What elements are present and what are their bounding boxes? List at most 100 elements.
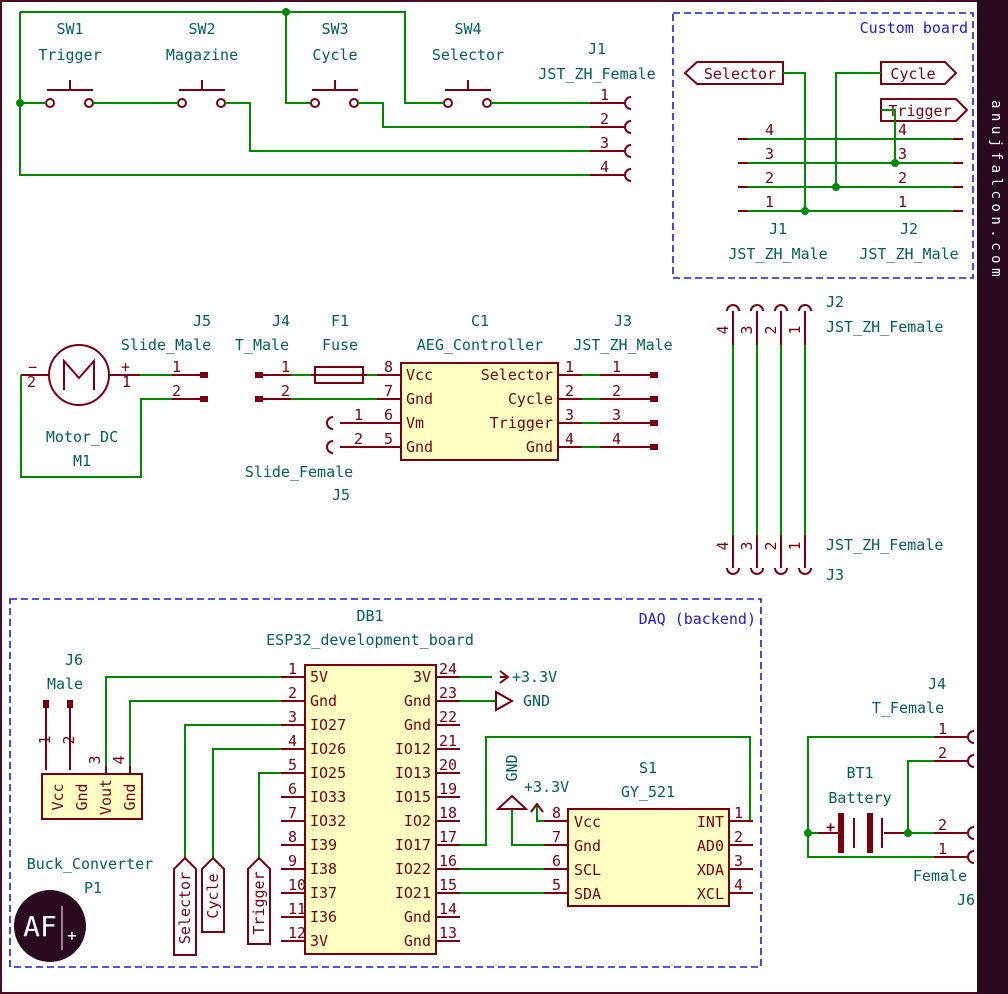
esp32-pin-num: 24 bbox=[439, 660, 457, 678]
s1-pin-ad0: AD0 bbox=[697, 837, 724, 855]
esp32-pin-name: 3V bbox=[413, 668, 431, 686]
buck-pin-gnd-4: Gnd bbox=[121, 783, 139, 810]
side-text: anujfalcon.com bbox=[988, 100, 1004, 281]
cb-j1-ref: J1 bbox=[769, 220, 787, 238]
esp32-pin-name: 3V bbox=[310, 932, 328, 950]
esp32-pin-num: 23 bbox=[439, 684, 457, 702]
esp32-pin-name: I38 bbox=[310, 860, 337, 878]
bt1-ref: BT1 bbox=[846, 764, 873, 782]
switch-wires bbox=[16, 8, 590, 176]
esp32-pin-num: 1 bbox=[288, 660, 297, 678]
svg-text:2: 2 bbox=[734, 828, 743, 846]
svg-text:7: 7 bbox=[384, 382, 393, 400]
fuse-ref: F1 bbox=[331, 312, 349, 330]
switch-sw1: SW1 Trigger bbox=[38, 20, 102, 108]
svg-text:6: 6 bbox=[552, 852, 561, 870]
fuse-value: Fuse bbox=[322, 336, 358, 354]
buck-body bbox=[41, 773, 143, 820]
esp32-pin-name: IO21 bbox=[395, 884, 431, 902]
svg-text:3: 3 bbox=[565, 406, 574, 424]
j6m-ref: J6 bbox=[65, 651, 83, 669]
svg-text:Trigger: Trigger bbox=[888, 102, 951, 120]
switch-sw4: SW4 Selector bbox=[432, 20, 504, 108]
buck-value: Buck_Converter bbox=[27, 855, 153, 873]
j2v-pin-3: 3 bbox=[738, 325, 756, 334]
esp32-pin-num: 12 bbox=[288, 924, 306, 942]
svg-text:2: 2 bbox=[612, 382, 621, 400]
j3v-ref: J3 bbox=[826, 566, 844, 584]
sw1-ref: SW1 bbox=[56, 20, 83, 38]
svg-text:5: 5 bbox=[384, 430, 393, 448]
switch-sw2: SW2 Magazine bbox=[166, 20, 238, 108]
cb-j1-pin-4: 4 bbox=[765, 121, 774, 139]
c1-ref: C1 bbox=[471, 312, 489, 330]
c1-pin-trigger: Trigger bbox=[490, 414, 553, 432]
j3m-value: JST_ZH_Male bbox=[573, 336, 672, 354]
j1-pin-4: 4 bbox=[600, 158, 609, 176]
db1-value: ESP32_development_board bbox=[266, 631, 474, 649]
switch-sw3: SW3 Cycle bbox=[310, 20, 359, 108]
motor-value: Motor_DC bbox=[46, 428, 118, 446]
cb-j1-pin-3: 3 bbox=[765, 145, 774, 163]
svg-text:1: 1 bbox=[734, 804, 743, 822]
svg-text:8: 8 bbox=[384, 358, 393, 376]
svg-text:Selector: Selector bbox=[704, 65, 776, 83]
s1-pin-scl: SCL bbox=[574, 861, 601, 879]
j1-ref: J1 bbox=[588, 40, 606, 58]
svg-text:1: 1 bbox=[612, 358, 621, 376]
j1-pin-2: 2 bbox=[600, 110, 609, 128]
svg-text:7: 7 bbox=[552, 828, 561, 846]
esp32-pin-num: 13 bbox=[439, 924, 457, 942]
esp32-pin-num: 11 bbox=[288, 900, 306, 918]
j2v-value: JST_ZH_Female bbox=[826, 318, 943, 336]
s1-pin-sda: SDA bbox=[574, 885, 601, 903]
j2v-pin-2: 2 bbox=[762, 325, 780, 334]
svg-text:1: 1 bbox=[938, 840, 947, 858]
label-trigger: Trigger bbox=[880, 98, 969, 122]
buck-ref: P1 bbox=[84, 879, 102, 897]
esp32-pin-num: 2 bbox=[288, 684, 297, 702]
j5m-pin-2: 2 bbox=[172, 382, 181, 400]
svg-text:Cycle: Cycle bbox=[204, 873, 222, 918]
daq-frame bbox=[9, 598, 762, 968]
j2-j3-connectors: 4 3 2 1 4 3 2 1 J2 JST_ZH_Female JST_ZH_… bbox=[714, 293, 943, 584]
esp32-pin-num: 20 bbox=[439, 756, 457, 774]
j4m-value: T_Male bbox=[235, 336, 289, 354]
svg-text:Selector: Selector bbox=[176, 872, 194, 944]
esp32-pin-name: Gnd bbox=[310, 692, 337, 710]
cb-j1-value: JST_ZH_Male bbox=[728, 245, 827, 263]
svg-text:4: 4 bbox=[734, 876, 743, 894]
cb-j2-ref: J2 bbox=[900, 220, 918, 238]
esp32-pin-name: I36 bbox=[310, 908, 337, 926]
j2v-pin-4: 4 bbox=[714, 325, 732, 334]
svg-text:4: 4 bbox=[612, 430, 621, 448]
switch-section: SW1 Trigger SW2 Magazine SW3 Cycle SW4 S… bbox=[16, 8, 656, 182]
esp32-pin-num: 22 bbox=[439, 708, 457, 726]
j5f-ref: J5 bbox=[332, 486, 350, 504]
c1-pin-vm: Vm bbox=[406, 414, 424, 432]
j6f-value: Female bbox=[913, 867, 967, 885]
svg-text:8: 8 bbox=[552, 804, 561, 822]
gy521-body bbox=[567, 808, 730, 907]
j5m-ref: J5 bbox=[193, 312, 211, 330]
esp32-pin-name: IO13 bbox=[395, 764, 431, 782]
s1-value: GY_521 bbox=[621, 783, 675, 801]
buck-pin-vout: Vout bbox=[97, 779, 115, 815]
j4m-pin-1: 1 bbox=[281, 358, 290, 376]
c1-pin-gnd-5: Gnd bbox=[406, 438, 433, 456]
c1-body bbox=[400, 362, 559, 461]
pwr-gnd: GND bbox=[523, 692, 550, 710]
c1-pin-gnd-7: Gnd bbox=[406, 390, 433, 408]
esp32-pin-num: 17 bbox=[439, 828, 457, 846]
c1-pin-cycle: Cycle bbox=[508, 390, 553, 408]
custom-board-frame bbox=[672, 12, 974, 279]
cb-j2-value: JST_ZH_Male bbox=[859, 245, 958, 263]
cb-j2-pin-2: 2 bbox=[898, 169, 907, 187]
esp32-pin-name: IO27 bbox=[310, 716, 346, 734]
j5f-pin-1: 1 bbox=[354, 406, 363, 424]
esp32-body bbox=[304, 664, 437, 955]
cb-j2-pin-1: 1 bbox=[898, 193, 907, 211]
sw2-ref: SW2 bbox=[188, 20, 215, 38]
